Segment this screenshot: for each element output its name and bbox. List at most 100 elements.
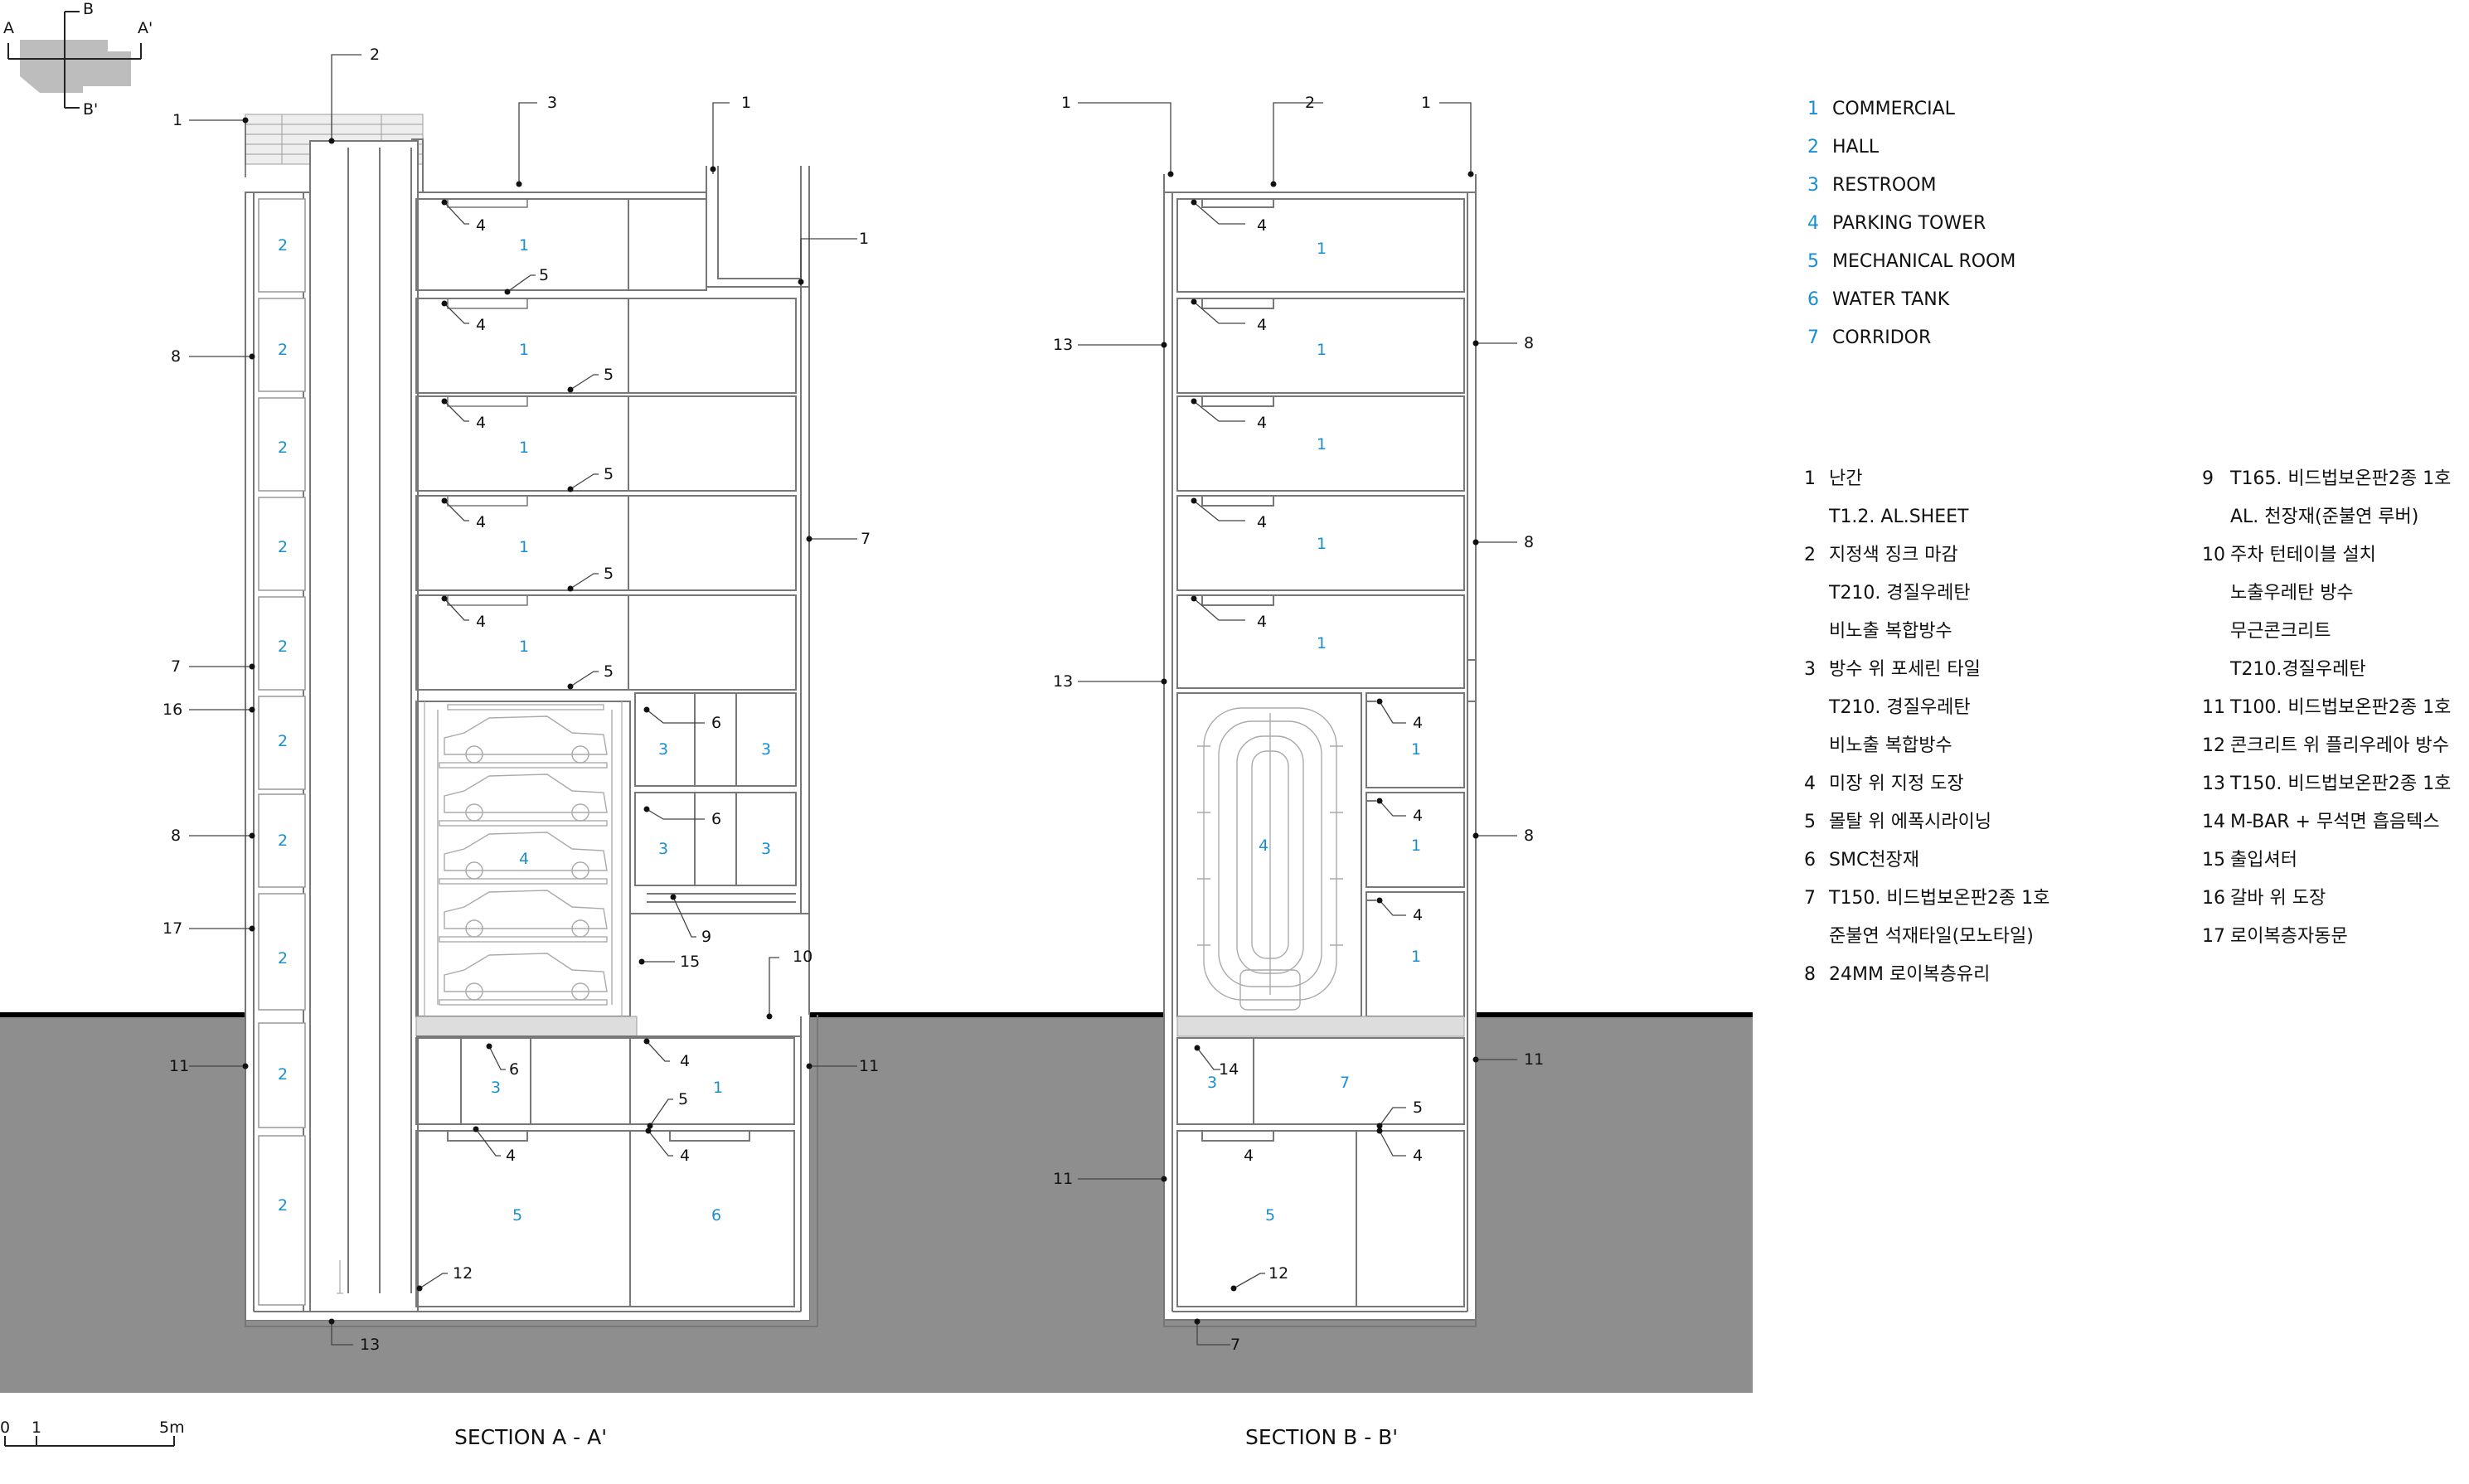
callout-a-5-f2: 5 [604, 565, 614, 583]
section-b: 1 2 1 4 4 4 4 4 13 13 8 8 8 4 4 4 14 11 … [1053, 94, 1544, 1449]
legend-material-line: 지정색 징크 마감 [1829, 545, 1958, 565]
callout-b-4-f4: 4 [1257, 316, 1267, 334]
key-plan-label-b: B [83, 0, 94, 18]
legend-material-line: T210.경질우레탄 [2229, 659, 2366, 680]
legend-material-number: 11 [2202, 697, 2225, 718]
callout-a-5-b1: 5 [678, 1090, 688, 1108]
legend-material-line: 주차 턴테이블 설치 [2230, 545, 2376, 565]
room-a-commercial-5: 1 [519, 236, 529, 255]
scale-bar: 0 1 5m [0, 1419, 185, 1447]
callout-a-7-left: 7 [171, 657, 181, 676]
legend-material-number: 3 [1804, 659, 1816, 680]
callout-b-14: 14 [1219, 1060, 1239, 1079]
key-plan-label-b2: B' [83, 100, 98, 119]
legend-material-line: M-BAR + 무석면 흡음텍스 [2230, 812, 2440, 832]
callout-a-6-basement: 6 [509, 1060, 519, 1079]
callout-a-11-left: 11 [169, 1057, 189, 1075]
callout-b-4-b2-right: 4 [1413, 1147, 1423, 1165]
legend-material-number: 7 [1804, 888, 1816, 909]
callout-b-2: 2 [1305, 94, 1315, 112]
legend-material-line: T165. 비드법보온판2종 1호 [2229, 468, 2451, 489]
legend-room-label: PARKING TOWER [1832, 213, 1986, 234]
room-a-hall-6: 2 [278, 236, 288, 255]
legend-room-label: WATER TANK [1832, 289, 1950, 310]
legend-room-number: 1 [1807, 99, 1819, 119]
section-b-title: SECTION B - B' [1245, 1425, 1398, 1449]
parking-tower-cars [437, 704, 613, 1006]
callout-a-4-f5: 4 [476, 216, 486, 235]
room-b-commercial-2: 1 [1317, 535, 1327, 553]
legend-material-line: T100. 비드법보온판2종 1호 [2229, 697, 2451, 718]
callout-b-5: 5 [1413, 1098, 1423, 1117]
legend-material-line: 24MM 로이복층유리 [1829, 964, 1990, 985]
legend-material-line: 비노출 복합방수 [1829, 621, 1952, 642]
room-a-mechanical: 5 [512, 1206, 522, 1225]
legend-material-line: SMC천장재 [1829, 850, 1919, 871]
callout-b-8-upper: 8 [1524, 334, 1534, 352]
section-a-title: SECTION A - A' [454, 1425, 607, 1449]
callout-a-6-lower: 6 [711, 810, 721, 828]
legend-room-number: 2 [1807, 137, 1819, 158]
legend-material-line: 출입셔터 [2230, 850, 2297, 871]
callout-b-7: 7 [1230, 1336, 1240, 1354]
room-a-hall-3: 2 [278, 538, 288, 556]
legend-material-number: 4 [1804, 774, 1816, 794]
legend-material-line: 준불연 석재타일(모노타일) [1829, 926, 2034, 947]
callout-b-4-f3: 4 [1257, 414, 1267, 432]
callout-a-15: 15 [680, 953, 700, 971]
room-b-parking-tower: 4 [1259, 837, 1268, 855]
room-b-commercial-side1: 1 [1411, 740, 1421, 759]
callout-b-4-f2: 4 [1257, 513, 1267, 531]
section-a: 1 2 3 1 1 4 5 4 5 4 5 4 5 4 5 6 6 9 15 1… [162, 46, 879, 1449]
room-a-commercial-2: 1 [519, 538, 529, 556]
legend-material-number: 2 [1804, 545, 1816, 565]
callout-a-1: 1 [172, 111, 182, 129]
legend-room-number: 4 [1807, 213, 1819, 234]
callout-a-4-f3: 4 [476, 414, 486, 432]
callout-b-4-b2-left: 4 [1244, 1147, 1254, 1165]
room-a-hall-g: 2 [278, 949, 288, 968]
callout-a-5-f1: 5 [604, 662, 614, 681]
room-b-commercial-4: 1 [1317, 341, 1327, 359]
callout-b-12: 12 [1268, 1264, 1288, 1283]
callout-a-1-terrace: 1 [859, 230, 869, 248]
key-plan: A A' B B' [3, 0, 153, 119]
legend-material-number: 16 [2202, 888, 2225, 909]
room-a-hall-1b: 2 [278, 732, 288, 750]
legend-material-line: 비노출 복합방수 [1829, 735, 1952, 756]
legend-room-label: CORRIDOR [1832, 327, 1931, 348]
legend-material-line: T210. 경질우레탄 [1828, 697, 1971, 718]
callout-a-1-roof: 1 [741, 94, 751, 112]
legend-material-line: 로이복층자동문 [2230, 926, 2348, 947]
callout-a-12: 12 [453, 1264, 473, 1283]
callout-a-2: 2 [370, 46, 380, 64]
callout-b-11-right: 11 [1524, 1050, 1544, 1069]
callout-a-4-b1: 4 [680, 1052, 690, 1070]
legend-material-line: 몰탈 위 에폭시라이닝 [1829, 812, 1991, 832]
legend-material-line: T150. 비드법보온판2종 1호 [2229, 774, 2451, 794]
legend-material-line: T150. 비드법보온판2종 1호 [1828, 888, 2049, 909]
callout-a-7-right: 7 [861, 530, 871, 548]
legend-material-number: 17 [2202, 926, 2225, 947]
room-a-commercial-3: 1 [519, 439, 529, 457]
room-a-hall-5: 2 [278, 341, 288, 359]
room-a-water-tank: 6 [711, 1206, 721, 1225]
callout-b-11-left: 11 [1053, 1170, 1073, 1188]
callout-a-5-f4: 5 [604, 366, 614, 384]
callout-a-8-upper: 8 [171, 347, 181, 366]
callout-b-8-mid: 8 [1524, 533, 1534, 551]
callout-a-10: 10 [793, 948, 812, 966]
callout-a-5-f5: 5 [539, 266, 549, 284]
legend-material-line: 콘크리트 위 플리우레아 방수 [2230, 735, 2449, 756]
room-a-restroom-1: 3 [658, 740, 668, 759]
callout-a-13: 13 [360, 1336, 380, 1354]
key-plan-label-a: A [3, 19, 14, 37]
scale-label-0: 0 [0, 1419, 10, 1437]
room-a-hall-b2: 2 [278, 1196, 288, 1215]
callout-b-4-side2: 4 [1413, 807, 1423, 825]
callout-a-9: 9 [701, 928, 711, 946]
room-b-corridor: 7 [1340, 1074, 1350, 1092]
